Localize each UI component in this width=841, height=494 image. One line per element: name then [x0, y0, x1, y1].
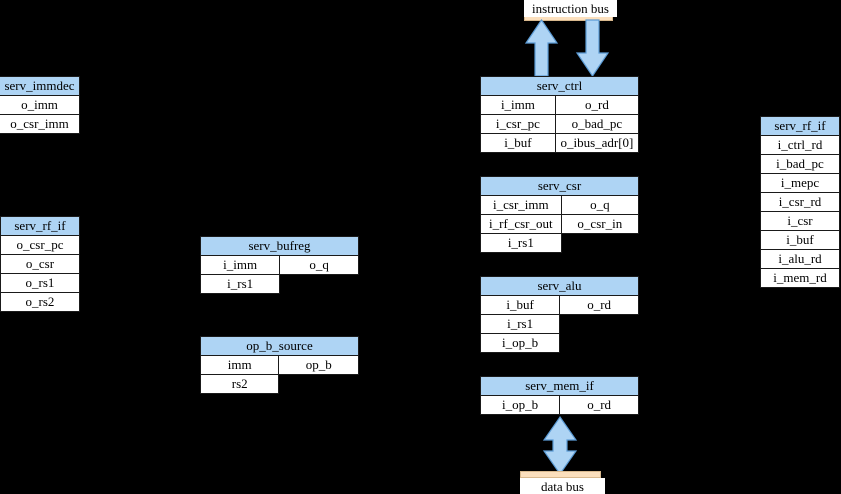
module-serv-bufreg: serv_bufreg i_imm o_q i_rs1 — [199, 236, 359, 294]
port-cell: o_csr — [0, 254, 80, 274]
port-cell: i_rs1 — [199, 274, 281, 294]
port-cell: o_csr_imm — [0, 114, 80, 134]
arrow-up-instruction-bus — [524, 18, 559, 77]
port-cell: i_buf — [480, 133, 556, 153]
module-header: serv_ctrl — [480, 76, 639, 96]
module-serv-alu: serv_alu i_buf o_rd i_rs1 i_op_b — [479, 276, 639, 353]
port-cell: i_op_b — [479, 333, 561, 353]
port-cell: o_rd — [559, 395, 639, 415]
port-cell: i_csr_pc — [480, 114, 556, 134]
port-cell: o_csr_pc — [0, 235, 80, 255]
port-cell-empty — [560, 315, 639, 334]
data-bus-label: data bus — [520, 478, 605, 494]
port-cell: op_b — [278, 355, 359, 375]
port-cell: o_ibus_adr[0] — [554, 133, 640, 153]
port-cell-empty — [560, 334, 639, 353]
module-serv-immdec: serv_immdec o_imm o_csr_imm — [0, 76, 80, 134]
module-header: serv_rf_if — [0, 216, 80, 236]
port-cell-empty — [279, 375, 359, 394]
module-serv-rf-if-left: serv_rf_if o_csr_pc o_csr o_rs1 o_rs2 — [0, 216, 80, 312]
port-cell: i_mem_rd — [760, 268, 840, 288]
port-cell: i_csr — [760, 211, 840, 231]
port-cell: o_rd — [554, 95, 640, 115]
port-cell-empty — [561, 234, 638, 253]
module-header: serv_mem_if — [480, 376, 639, 396]
port-cell: o_rs1 — [0, 273, 80, 293]
data-bus-bar — [520, 471, 601, 478]
port-cell: o_q — [279, 255, 359, 275]
arrow-bidirectional-data-bus — [542, 415, 578, 476]
module-header: serv_csr — [480, 176, 639, 196]
port-cell: o_imm — [0, 95, 80, 115]
port-cell: o_rd — [559, 295, 639, 315]
instruction-bus-label: instruction bus — [524, 0, 617, 17]
module-serv-mem-if: serv_mem_if i_op_b o_rd — [479, 376, 639, 415]
port-cell: i_buf — [479, 295, 561, 315]
module-header: op_b_source — [200, 336, 359, 356]
module-serv-ctrl: serv_ctrl i_imm o_rd i_csr_pc o_bad_pc i… — [480, 76, 640, 153]
port-cell: i_rs1 — [479, 314, 561, 334]
port-cell: o_bad_pc — [554, 114, 640, 134]
module-header: serv_alu — [480, 276, 639, 296]
arrow-down-instruction-bus — [575, 19, 610, 78]
port-cell: i_buf — [760, 230, 840, 250]
port-cell: i_imm — [480, 95, 556, 115]
module-header: serv_bufreg — [200, 236, 359, 256]
port-cell: o_q — [560, 195, 640, 215]
port-cell: i_csr_imm — [480, 195, 562, 215]
module-serv-rf-if-right: serv_rf_if i_ctrl_rd i_bad_pc i_mepc i_c… — [760, 116, 840, 288]
port-cell: imm — [199, 355, 280, 375]
port-cell: i_csr_rd — [760, 192, 840, 212]
port-cell: i_rf_csr_out — [480, 214, 562, 234]
port-cell: i_op_b — [479, 395, 561, 415]
module-header: serv_rf_if — [760, 116, 840, 136]
port-cell: i_mepc — [760, 173, 840, 193]
port-cell: i_alu_rd — [760, 249, 840, 269]
port-cell: i_bad_pc — [760, 154, 840, 174]
module-header: serv_immdec — [0, 76, 80, 96]
port-cell: i_imm — [199, 255, 281, 275]
module-op-b-source: op_b_source imm op_b rs2 — [199, 336, 359, 394]
port-cell-empty — [280, 275, 359, 294]
port-cell: i_rs1 — [480, 233, 562, 253]
port-cell: i_ctrl_rd — [760, 135, 840, 155]
port-cell: o_csr_in — [560, 214, 640, 234]
port-cell: rs2 — [199, 374, 280, 394]
port-cell: o_rs2 — [0, 292, 80, 312]
module-serv-csr: serv_csr i_csr_imm o_q i_rf_csr_out o_cs… — [480, 176, 640, 253]
